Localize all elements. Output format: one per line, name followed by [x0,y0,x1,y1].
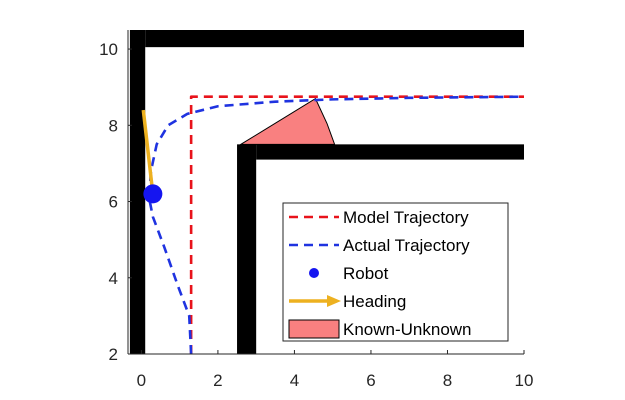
robot-marker [143,184,163,204]
y-tick-label: 8 [109,116,118,135]
legend-label-robot: Robot [343,264,389,283]
wall-3 [256,144,524,160]
legend-swatch-robot [309,268,319,278]
legend-swatch-known-unknown [288,319,340,339]
legend-label-known-unknown: Known-Unknown [343,320,472,339]
known-unknown-region [239,97,336,145]
y-tick-label: 2 [109,345,118,364]
y-tick-label: 4 [109,269,118,288]
wall-0 [129,30,146,354]
x-tick-label: 2 [213,371,222,390]
trajectories [147,95,525,355]
wall-2 [237,144,257,354]
wall-1 [145,30,524,48]
x-tick-label: 10 [515,371,534,390]
x-tick-label: 4 [290,371,299,390]
model-trajectory-line [189,95,524,354]
known-unknown-region-layer [239,97,336,145]
x-tick-label: 6 [366,371,375,390]
y-tick-label: 6 [109,193,118,212]
walls [129,30,524,354]
legend-label-model-trajectory: Model Trajectory [343,208,469,227]
legend-label-actual-trajectory: Actual Trajectory [343,236,470,255]
heading-arrow [141,109,155,195]
legend-label-heading: Heading [343,292,406,311]
x-tick-label: 8 [443,371,452,390]
actual-trajectory-line [147,95,525,355]
y-tick-label: 10 [99,40,118,59]
legend-swatch-heading-head [327,295,341,307]
legend-box [282,202,509,342]
x-tick-label: 0 [137,371,146,390]
robot-and-heading [141,109,163,204]
